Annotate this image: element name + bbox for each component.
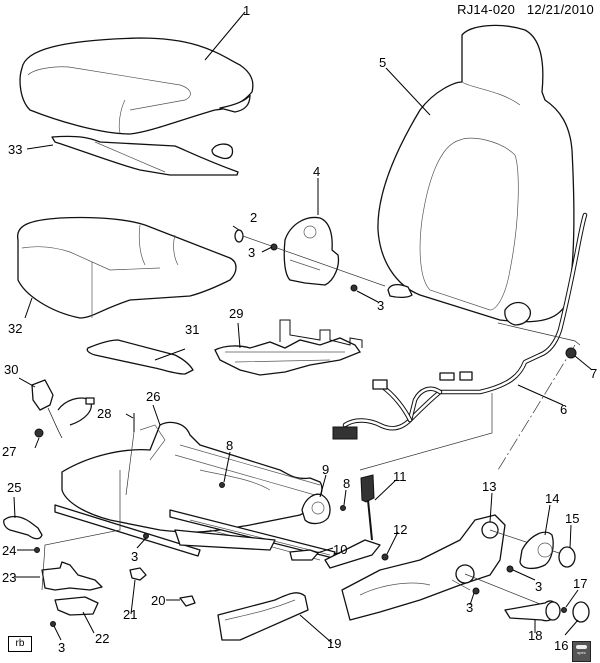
fastener-3f xyxy=(143,533,149,539)
callout-23: 23 xyxy=(2,570,16,585)
part-15-cap xyxy=(558,546,576,568)
part-5-seat-back xyxy=(377,24,575,326)
part-21-clip xyxy=(129,567,147,581)
callout-13: 13 xyxy=(482,479,496,494)
callout-3: 3 xyxy=(535,579,542,594)
part-7-bushing xyxy=(565,347,577,359)
part-30-belt-buckle xyxy=(31,379,95,439)
part-6-wiring-harness xyxy=(332,212,588,471)
illustrator-tag: rb xyxy=(8,636,32,652)
part-23-bracket xyxy=(41,470,121,591)
diagram-date: 12/21/2010 xyxy=(526,2,594,17)
diagram-header: RJ14-020 12/21/2010 xyxy=(457,2,594,17)
callout-3: 3 xyxy=(377,298,384,313)
fastener-8a xyxy=(219,482,225,488)
callout-31: 31 xyxy=(185,322,199,337)
fastener-3e xyxy=(50,621,56,627)
leader-lines xyxy=(13,11,593,644)
callout-19: 19 xyxy=(327,636,341,651)
callout-17: 17 xyxy=(573,576,587,591)
callout-4: 4 xyxy=(313,164,320,179)
callout-12: 12 xyxy=(393,522,407,537)
part-28-stud xyxy=(125,413,135,496)
callout-1: 1 xyxy=(243,3,250,18)
part-32-cushion-pad xyxy=(17,216,237,319)
callout-2: 2 xyxy=(250,210,257,225)
part-25-bar-handle xyxy=(3,515,43,540)
part-19-front-cover xyxy=(217,592,309,641)
part-22-module xyxy=(54,596,99,616)
part-14-recline-handle xyxy=(519,531,554,570)
diagram-id: RJ14-020 xyxy=(457,2,516,17)
callout-18: 18 xyxy=(528,628,542,643)
callout-16: 16 xyxy=(554,638,568,653)
part-11-lever xyxy=(324,474,381,569)
callout-24: 24 xyxy=(2,543,16,558)
callout-8: 8 xyxy=(226,438,233,453)
callout-7: 7 xyxy=(590,366,597,381)
part-4-recliner-cover xyxy=(242,216,386,287)
callout-6: 6 xyxy=(560,402,567,417)
callout-32: 32 xyxy=(8,321,22,336)
callout-3: 3 xyxy=(131,549,138,564)
part-24-screw xyxy=(34,547,40,553)
part-9-motor xyxy=(301,493,331,525)
callout-labels: 1 2 3 3 3 3 3 3 3 4 5 6 7 8 8 9 10 11 12… xyxy=(2,3,597,655)
part-18-height-handle xyxy=(504,600,561,622)
callout-20: 20 xyxy=(151,593,165,608)
callout-21: 21 xyxy=(123,607,137,622)
part-27-nut xyxy=(34,428,44,438)
callout-8: 8 xyxy=(343,476,350,491)
fastener-3b xyxy=(350,284,358,292)
part-20-clip xyxy=(179,595,196,607)
part-12-grommet xyxy=(381,553,389,561)
callout-22: 22 xyxy=(95,631,109,646)
fastener-8b xyxy=(340,505,346,511)
fastener-3c xyxy=(506,565,514,573)
part-1-cushion-cover xyxy=(19,37,254,135)
callout-26: 26 xyxy=(146,389,160,404)
callout-10: 10 xyxy=(333,542,347,557)
fastener-3d xyxy=(472,587,480,595)
part-16-cap xyxy=(572,601,590,623)
part-13-side-shield xyxy=(341,514,566,621)
specification-icon: spec xyxy=(572,641,591,662)
callout-14: 14 xyxy=(545,491,559,506)
part-31-bolster xyxy=(86,339,194,375)
part-33-pad xyxy=(51,135,239,176)
part-10-bracket xyxy=(289,549,319,561)
callout-33: 33 xyxy=(8,142,22,157)
callout-27: 27 xyxy=(2,444,16,459)
part-17-clip xyxy=(561,607,567,613)
callout-3: 3 xyxy=(248,245,255,260)
callout-11: 11 xyxy=(393,469,407,484)
callout-30: 30 xyxy=(4,362,18,377)
callout-29: 29 xyxy=(229,306,243,321)
part-29-spring-mat xyxy=(214,319,363,376)
callout-5: 5 xyxy=(379,55,386,70)
callout-28: 28 xyxy=(97,406,111,421)
callout-25: 25 xyxy=(7,480,21,495)
part-26-seat-frame xyxy=(54,421,336,561)
callout-15: 15 xyxy=(565,511,579,526)
callout-3: 3 xyxy=(58,640,65,655)
callout-9: 9 xyxy=(322,462,329,477)
part-2-cap xyxy=(234,229,244,243)
callout-3: 3 xyxy=(466,600,473,615)
